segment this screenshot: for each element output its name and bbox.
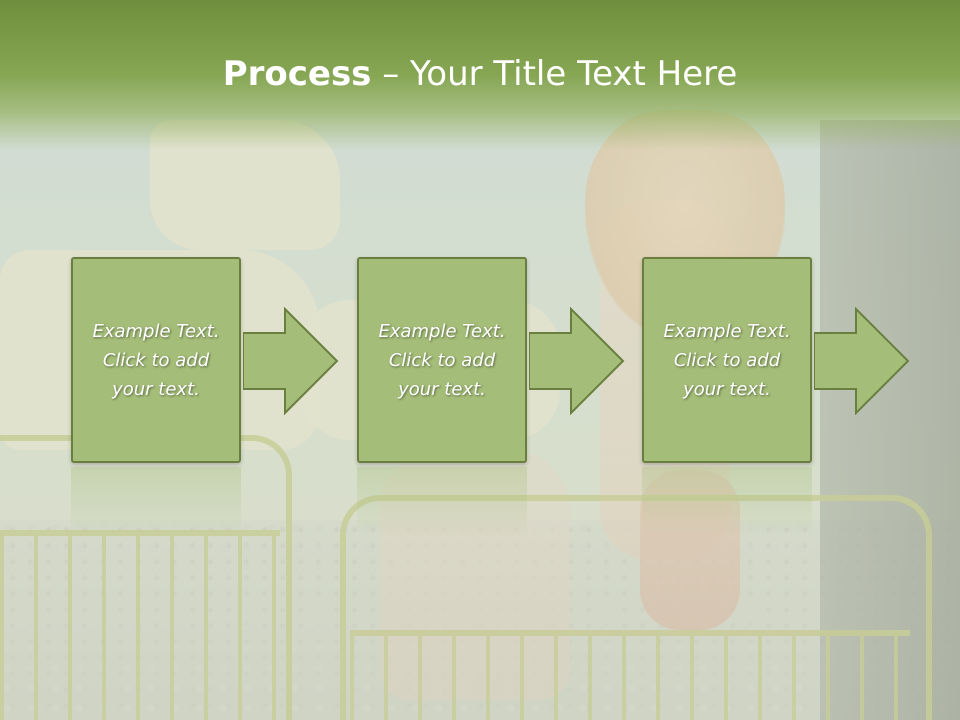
process-step-3[interactable]: Example Text. Click to add your text.: [642, 257, 812, 463]
process-step-reflection: [642, 467, 812, 537]
background-bed-rail: [0, 530, 280, 536]
process-step-text: Example Text. Click to add your text.: [92, 320, 220, 400]
slide-title-bold: Process: [222, 54, 372, 94]
background-bed-frame: [340, 495, 932, 720]
process-step-text: Example Text. Click to add your text.: [663, 320, 791, 400]
background-post: [820, 120, 960, 720]
right-arrow-icon: [243, 307, 339, 415]
background-bed-bars: [0, 536, 280, 720]
process-step-text: Example Text. Click to add your text.: [378, 320, 506, 400]
right-arrow-icon: [814, 307, 910, 415]
arrow-shape: [529, 307, 625, 415]
title-bar: Process – Your Title Text Here: [0, 0, 960, 150]
process-step-2[interactable]: Example Text. Click to add your text.: [357, 257, 527, 463]
background-bed-rail: [350, 630, 910, 636]
background-bed-bars: [350, 636, 910, 720]
arrow-shape: [243, 307, 339, 415]
arrow-shape: [814, 307, 910, 415]
process-step-reflection: [71, 467, 241, 537]
right-arrow-icon: [529, 307, 625, 415]
process-step-reflection: [357, 467, 527, 537]
process-step-1[interactable]: Example Text. Click to add your text.: [71, 257, 241, 463]
slide-title[interactable]: Process – Your Title Text Here: [0, 52, 960, 96]
slide-title-rest: – Your Title Text Here: [371, 54, 738, 94]
